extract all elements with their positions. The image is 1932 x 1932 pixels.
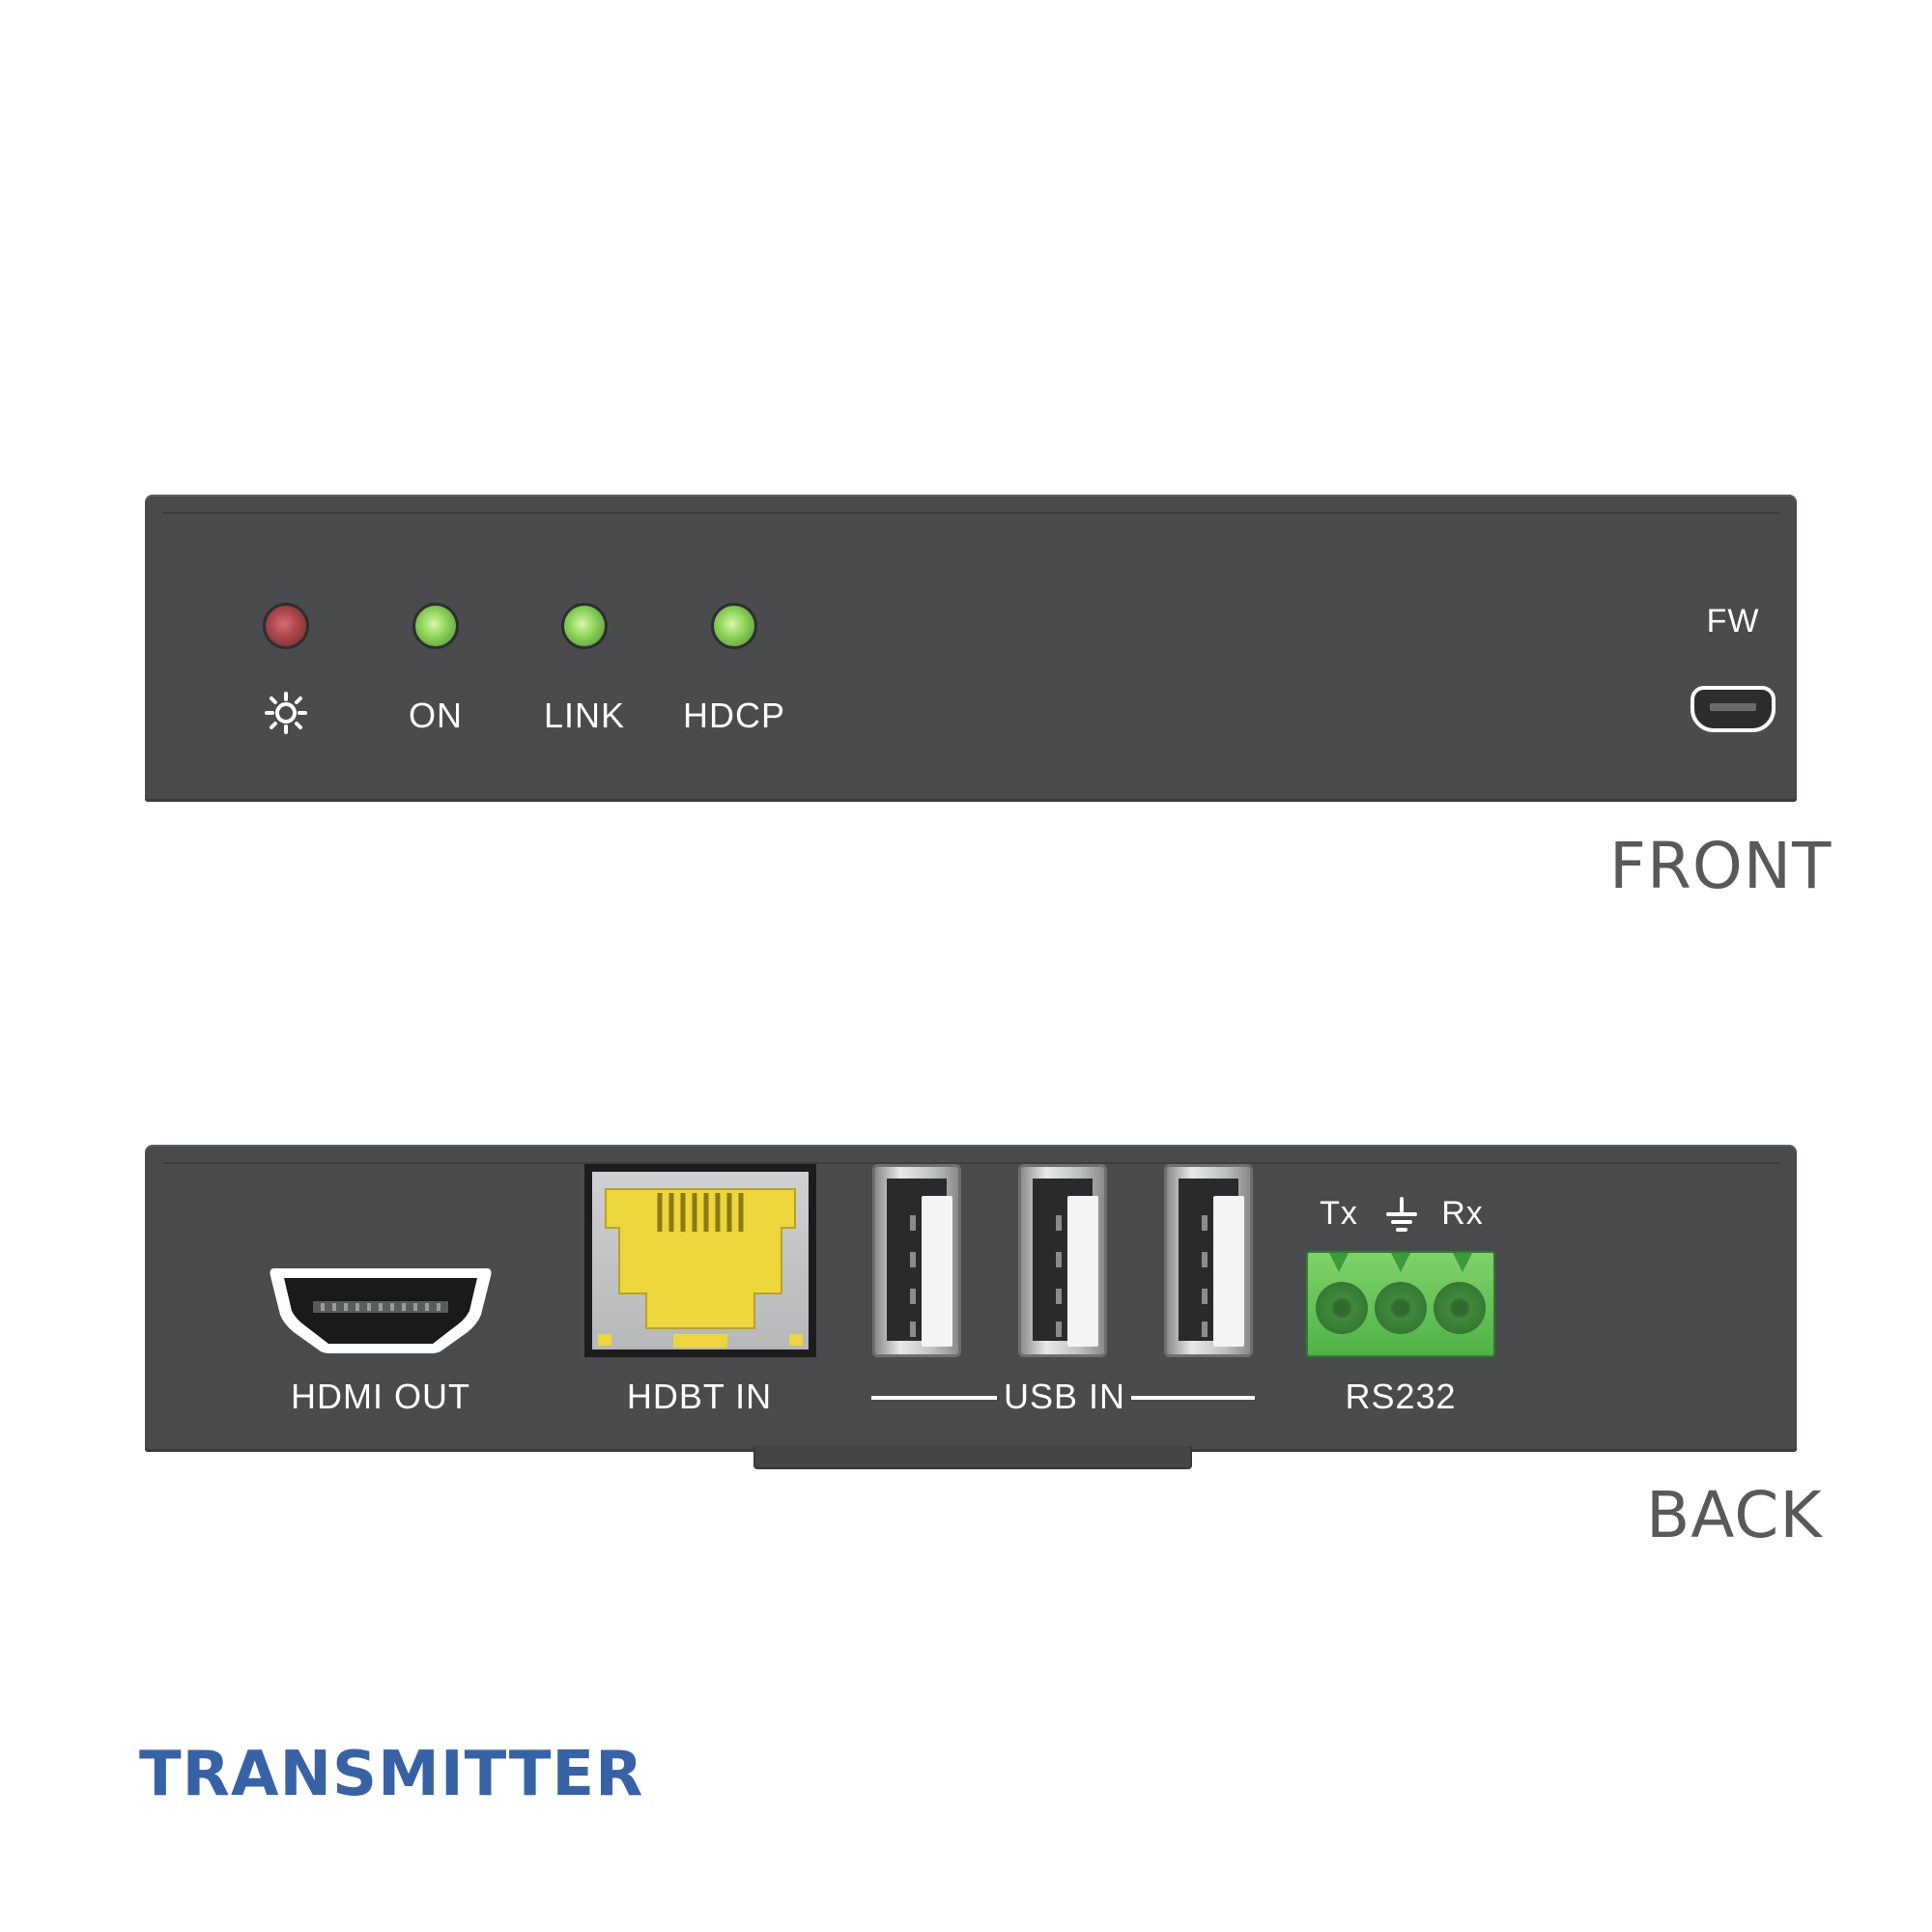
usb-in-label: USB IN [1003, 1377, 1126, 1416]
back-panel: HDMI OUT HDBT IN [145, 1145, 1797, 1469]
on-led [412, 603, 459, 649]
hdbt-in-label: HDBT IN [626, 1377, 773, 1416]
fw-micro-usb-port[interactable] [1690, 686, 1776, 732]
rs232-terminal-block[interactable] [1306, 1251, 1495, 1357]
back-caption: BACK [1646, 1478, 1823, 1552]
front-caption: FRONT [1609, 829, 1833, 903]
hdmi-out-label: HDMI OUT [291, 1377, 470, 1416]
power-sun-icon [265, 692, 307, 734]
usb-in-port-2[interactable] [1018, 1164, 1107, 1357]
front-panel: ON LINK HDCP FW [145, 495, 1797, 802]
usb-in-rule-right [1131, 1396, 1255, 1400]
rs232-tx-label: Tx [1320, 1195, 1358, 1232]
rs232-rx-label: Rx [1441, 1195, 1484, 1232]
terminal-screw-ground[interactable] [1375, 1282, 1427, 1334]
usb-in-port-1[interactable] [872, 1164, 961, 1357]
usb-in-port-3[interactable] [1164, 1164, 1253, 1357]
hdbt-in-rj45-port[interactable] [584, 1164, 816, 1357]
link-led [561, 603, 608, 649]
ground-icon [1386, 1197, 1417, 1232]
hdmi-out-port[interactable] [267, 1263, 495, 1355]
on-label: ON [409, 696, 463, 735]
panel-foot [753, 1446, 1192, 1469]
power-led [263, 603, 309, 649]
rs232-label: RS232 [1345, 1377, 1457, 1416]
link-label: LINK [543, 696, 626, 735]
hdcp-label: HDCP [682, 696, 786, 735]
product-label: TRANSMITTER [139, 1739, 644, 1810]
terminal-screw-rx[interactable] [1434, 1282, 1486, 1334]
usb-in-rule-left [871, 1396, 997, 1400]
terminal-screw-tx[interactable] [1316, 1282, 1368, 1334]
hdcp-led [711, 603, 757, 649]
fw-label: FW [1706, 603, 1760, 639]
